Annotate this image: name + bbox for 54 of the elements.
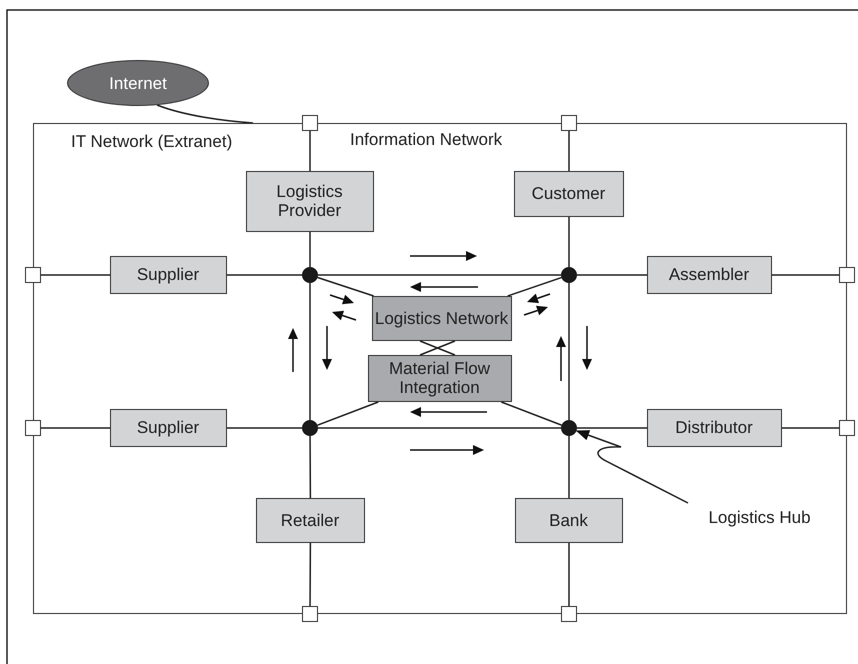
connector-line (309, 543, 312, 606)
network-boundary (33, 123, 847, 614)
connector-line (309, 131, 311, 171)
connector-line (568, 283, 570, 420)
connector-line (41, 274, 110, 276)
connector-line (577, 274, 647, 276)
port-square (561, 115, 577, 131)
process-box: Assembler (646, 256, 772, 294)
connector-line (419, 340, 456, 356)
hub-dot (302, 266, 318, 282)
connector-line (500, 401, 562, 426)
hub-dot (302, 420, 318, 436)
connector-line (317, 401, 379, 426)
connector-line (227, 427, 302, 429)
callout-text: Logistics Hub (690, 506, 830, 530)
connector-line (156, 104, 254, 124)
connector-line (317, 276, 374, 297)
connector-line (41, 427, 110, 429)
port-square (302, 115, 318, 131)
process-box: Logistics Network (372, 296, 512, 340)
process-box: Retailer (256, 498, 364, 542)
port-square (302, 606, 318, 622)
process-box: Logistics Provider (246, 170, 374, 232)
connector-line (772, 274, 839, 276)
process-box: Customer (514, 170, 624, 216)
connector-line (782, 427, 839, 429)
process-box: Material Flow Integration (368, 354, 512, 402)
connector-line (309, 283, 311, 420)
connector-line (227, 274, 302, 276)
group-title: IT Network (Extranet) (71, 132, 232, 151)
port-square (25, 420, 41, 436)
port-square (839, 267, 855, 283)
connector-line (568, 543, 570, 606)
process-box: Bank (514, 498, 622, 542)
process-box: Supplier (110, 256, 226, 294)
network-ellipse: Internet (67, 60, 209, 106)
port-square (561, 606, 577, 622)
connector-line (507, 276, 562, 297)
connector-line (318, 274, 561, 276)
process-box: Distributor (646, 408, 782, 446)
network-label: Information Network (350, 130, 502, 150)
connector-line (318, 427, 561, 429)
hub-dot (560, 420, 576, 436)
port-square (839, 420, 855, 436)
connector-line (568, 131, 570, 171)
connector-line (309, 436, 312, 498)
leader-line (576, 430, 688, 504)
connector-line (577, 427, 647, 429)
connector-line (309, 232, 311, 267)
port-square (25, 267, 41, 283)
connector-line (568, 217, 570, 267)
process-box: Supplier (110, 408, 226, 446)
connector-line (568, 436, 570, 498)
hub-dot (560, 266, 576, 282)
